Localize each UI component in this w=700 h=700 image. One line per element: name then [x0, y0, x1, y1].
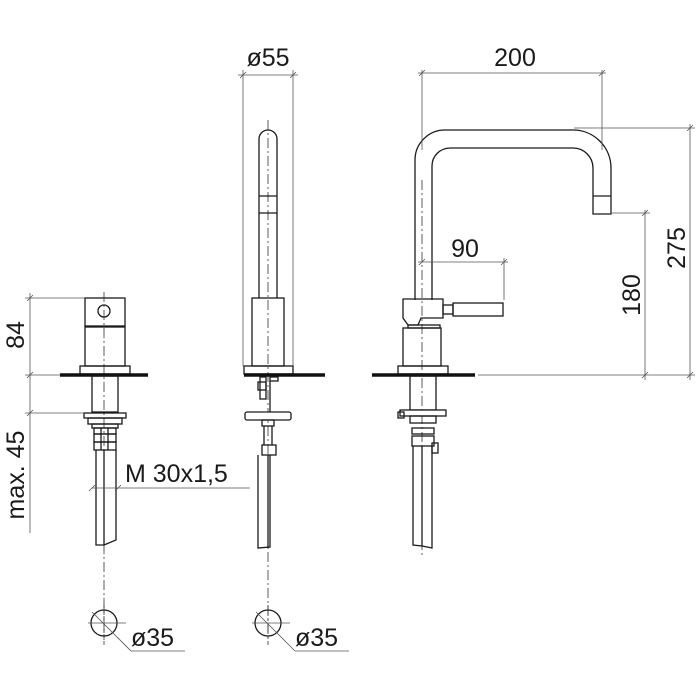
overall-height-label: 275	[663, 227, 691, 269]
spout-projection-label: 200	[494, 44, 536, 72]
spout-diameter-label: ø55	[246, 44, 289, 72]
thread-label: M 30x1,5	[125, 460, 228, 488]
handle-valve-view	[60, 292, 185, 652]
spout-side-view	[372, 129, 612, 555]
lever-projection-label: 90	[451, 235, 479, 263]
hole-diameter-left-label: ø35	[131, 624, 174, 652]
handle-height-label: 84	[2, 321, 30, 349]
hole-diameter-right-label: ø35	[295, 624, 338, 652]
outlet-height-label: 180	[618, 274, 646, 316]
deck-thickness-label: max. 45	[2, 431, 30, 520]
spout-front-view	[243, 120, 349, 652]
dimension-lines	[25, 69, 695, 533]
